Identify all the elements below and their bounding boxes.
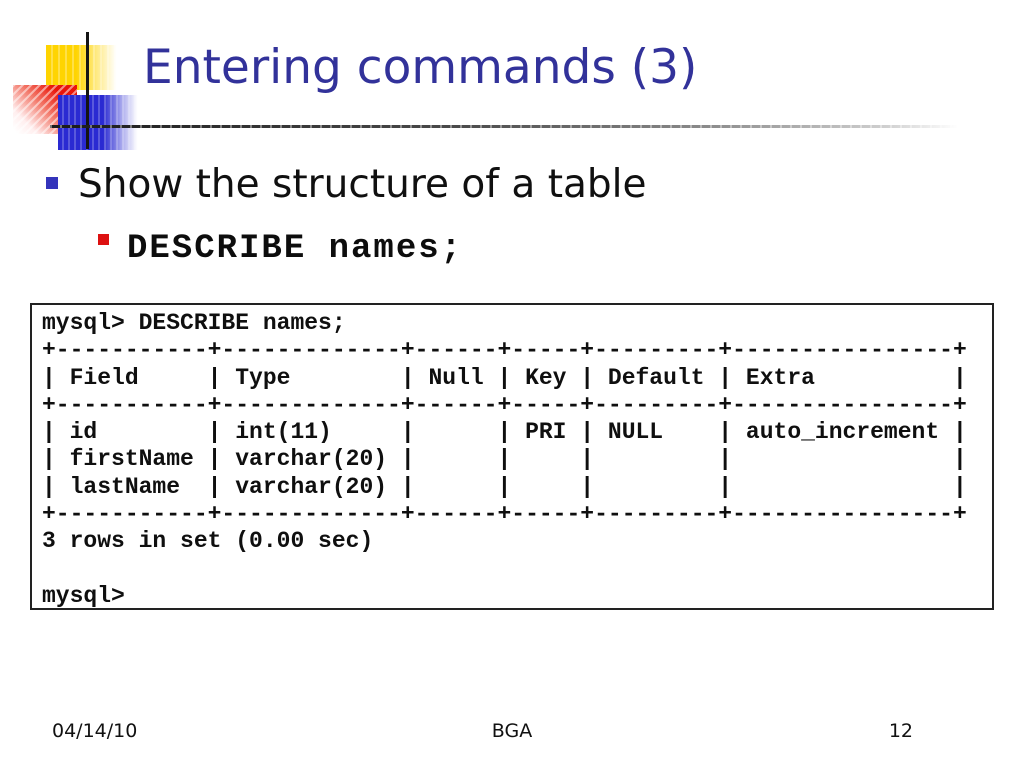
sub-bullet-square-icon [98, 234, 109, 245]
footer-page-number: 12 [888, 720, 913, 742]
mysql-console-box: mysql> DESCRIBE names; +-----------+----… [30, 303, 994, 610]
deco-vertical-line [86, 32, 89, 149]
deco-yellow-square [46, 45, 121, 90]
mysql-console-output: mysql> DESCRIBE names; +-----------+----… [42, 310, 967, 609]
footer-author: BGA [491, 720, 533, 742]
sub-bullet-code-text: DESCRIBE names; [127, 230, 464, 268]
bullet-main-text: Show the structure of a table [78, 162, 647, 207]
footer-date: 04/14/10 [52, 720, 138, 742]
deco-blue-square [58, 95, 140, 150]
slide-title: Entering commands (3) [143, 40, 698, 95]
bullet-square-icon [46, 177, 58, 189]
title-divider-line [50, 125, 958, 128]
